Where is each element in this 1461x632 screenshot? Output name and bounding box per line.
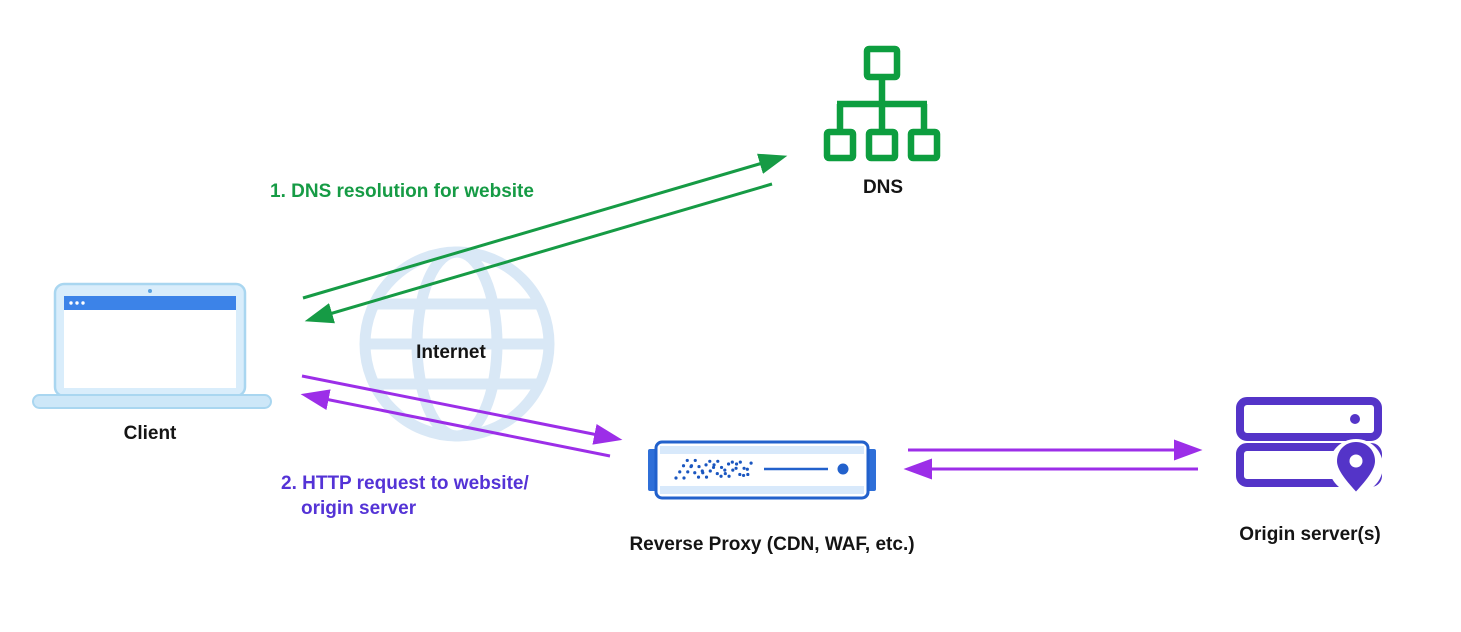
step1-dns-resolution-label: 1. DNS resolution for website (270, 181, 534, 202)
proxy-origin-arrows (903, 439, 1203, 480)
dns-resolution-arrows (302, 153, 788, 324)
reverse-proxy-icon (648, 440, 876, 500)
http-request-arrows (300, 374, 623, 458)
dns-icon (823, 45, 941, 162)
origin-servers-icon (1236, 397, 1383, 493)
client-laptop-icon (32, 282, 272, 409)
step2-line2: origin server (301, 498, 417, 519)
client-label: Client (123, 423, 177, 444)
origin-servers-label: Origin server(s) (1239, 524, 1381, 545)
reverse-proxy-label: Reverse Proxy (CDN, WAF, etc.) (629, 534, 915, 555)
step2-line1: 2. HTTP request to website/ (281, 473, 529, 494)
internet-label: Internet (416, 342, 486, 363)
step2-http-request-label: 2. HTTP request to website/ origin serve… (281, 471, 529, 521)
dns-label: DNS (862, 177, 904, 198)
